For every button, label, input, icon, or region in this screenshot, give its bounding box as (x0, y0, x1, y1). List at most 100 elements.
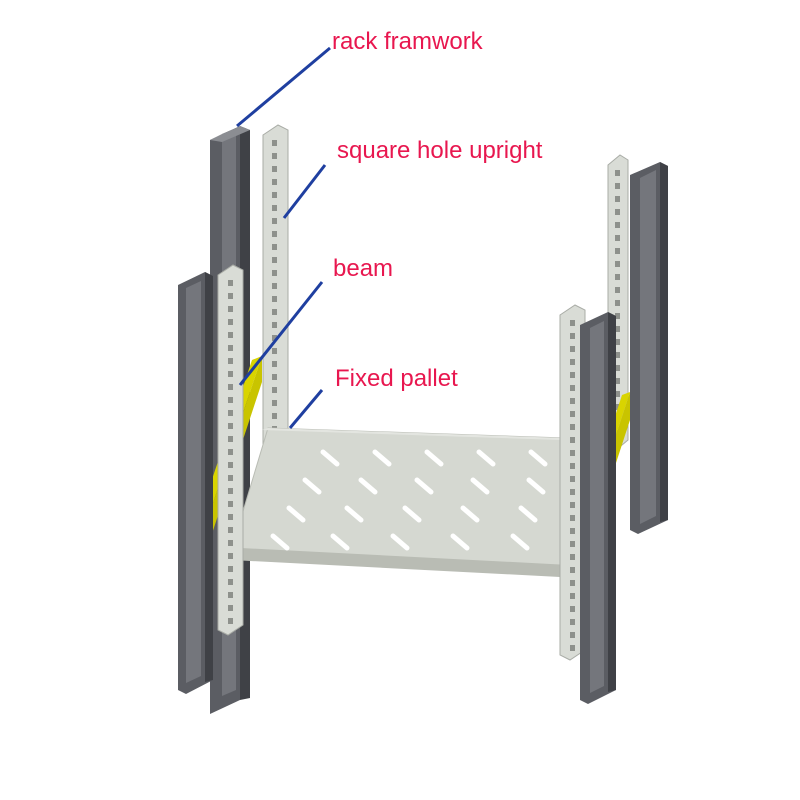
rack-framework-post-front-left (178, 272, 213, 694)
upright-square-hole (570, 463, 575, 469)
pallet-vent-slot (302, 477, 322, 495)
upright-square-hole (615, 196, 620, 202)
upright-square-hole (272, 335, 277, 341)
upright-square-hole (272, 140, 277, 146)
upright-square-hole (272, 179, 277, 185)
pallet-vent-slot (372, 449, 392, 467)
upright-square-hole (272, 309, 277, 315)
upright-square-hole (570, 619, 575, 625)
upright-square-hole (570, 554, 575, 560)
upright-square-hole (228, 540, 233, 546)
pallet-vent-slot (330, 533, 350, 551)
upright-square-hole (272, 413, 277, 419)
upright-square-hole (570, 372, 575, 378)
upright-square-hole (570, 632, 575, 638)
upright-square-hole (272, 322, 277, 328)
upright-square-hole (228, 384, 233, 390)
leader-line-square-hole-upright (282, 164, 327, 219)
pallet-vent-slot (476, 449, 496, 467)
pallet-vent-slot (526, 477, 546, 495)
rack-framework-post-front-right (580, 312, 616, 704)
upright-square-hole (615, 326, 620, 332)
upright-square-hole (228, 293, 233, 299)
label-rack-framework: rack framwork (332, 28, 483, 55)
upright-square-hole (228, 371, 233, 377)
square-hole-upright-front-left (217, 264, 244, 636)
upright-square-hole (272, 283, 277, 289)
upright-square-hole (570, 346, 575, 352)
upright-square-hole (272, 166, 277, 172)
upright-square-hole (228, 306, 233, 312)
upright-square-hole (272, 231, 277, 237)
pallet-vent-slot (402, 505, 422, 523)
upright-square-hole (570, 450, 575, 456)
upright-square-hole (228, 566, 233, 572)
upright-square-hole (228, 280, 233, 286)
upright-square-hole (272, 400, 277, 406)
upright-square-hole (272, 205, 277, 211)
upright-square-hole (615, 391, 620, 397)
upright-square-hole (570, 502, 575, 508)
pallet-vent-slot (390, 533, 410, 551)
upright-square-hole (570, 333, 575, 339)
pallet-vent-slots (270, 449, 548, 551)
upright-square-hole (570, 320, 575, 326)
upright-square-hole (228, 319, 233, 325)
upright-square-hole (615, 352, 620, 358)
pallet-vent-slot (424, 449, 444, 467)
pallet-vent-slot (450, 533, 470, 551)
pallet-vent-slot (358, 477, 378, 495)
upright-square-hole (228, 436, 233, 442)
upright-square-hole (272, 270, 277, 276)
upright-square-hole (570, 489, 575, 495)
upright-square-hole (615, 404, 620, 410)
upright-square-hole (228, 501, 233, 507)
pallet-vent-slot (270, 533, 290, 551)
upright-square-hole (615, 209, 620, 215)
upright-square-hole (228, 332, 233, 338)
upright-square-hole (272, 387, 277, 393)
upright-square-hole (228, 579, 233, 585)
upright-square-hole (615, 170, 620, 176)
fixed-pallet (231, 427, 566, 577)
upright-square-hole (615, 261, 620, 267)
upright-square-hole (570, 398, 575, 404)
upright-square-hole (228, 449, 233, 455)
upright-square-hole (228, 553, 233, 559)
upright-square-hole (228, 618, 233, 624)
upright-square-hole (272, 348, 277, 354)
upright-square-hole (272, 257, 277, 263)
upright-square-hole (570, 411, 575, 417)
upright-square-hole (272, 153, 277, 159)
upright-square-hole (228, 514, 233, 520)
upright-square-hole (272, 218, 277, 224)
upright-square-hole (228, 475, 233, 481)
upright-square-hole (570, 359, 575, 365)
square-hole-upright-back-left (262, 124, 289, 471)
upright-square-hole (272, 244, 277, 250)
upright-square-hole (228, 423, 233, 429)
leader-line-fixed-pallet (288, 389, 324, 429)
upright-square-hole (615, 287, 620, 293)
upright-square-hole (615, 274, 620, 280)
upright-square-hole (228, 527, 233, 533)
upright-square-hole (570, 567, 575, 573)
upright-square-hole (570, 528, 575, 534)
rack-framework-post-back-right (630, 162, 668, 534)
upright-square-hole (228, 462, 233, 468)
upright-square-hole (570, 476, 575, 482)
upright-square-hole (615, 365, 620, 371)
upright-square-hole (615, 339, 620, 345)
leader-line-beam (238, 281, 324, 386)
upright-square-hole (615, 183, 620, 189)
upright-square-hole (228, 592, 233, 598)
upright-square-hole (570, 515, 575, 521)
upright-square-hole (228, 410, 233, 416)
upright-square-hole (570, 541, 575, 547)
pallet-vent-slot (344, 505, 364, 523)
upright-square-hole (570, 593, 575, 599)
upright-square-hole (272, 192, 277, 198)
upright-square-hole (615, 313, 620, 319)
upright-square-hole (272, 296, 277, 302)
upright-square-hole (228, 345, 233, 351)
